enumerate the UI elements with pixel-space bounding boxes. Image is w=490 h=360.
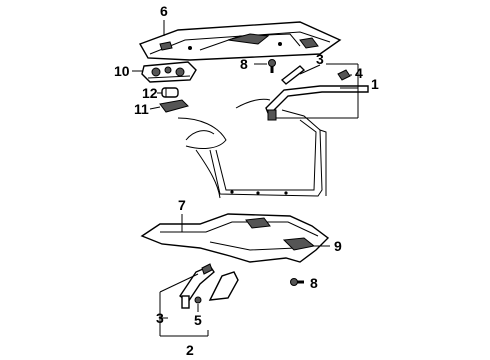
- callout-8-lower: 8: [310, 275, 318, 291]
- clip-part: [337, 69, 351, 81]
- callout-8-upper: 8: [240, 56, 248, 72]
- screw-lower-part: [290, 278, 304, 286]
- overhead-console-part: [141, 61, 197, 83]
- screw-upper-part: [268, 59, 276, 73]
- callout-2: 2: [186, 342, 194, 358]
- headliner-part: [138, 21, 342, 61]
- callout-4: 4: [355, 65, 363, 81]
- callout-7: 7: [178, 197, 186, 213]
- callout-3-upper: 3: [316, 51, 324, 67]
- lower-trim-part: [179, 263, 239, 309]
- lamp-lens-part: [159, 99, 189, 113]
- callout-11: 11: [134, 101, 149, 117]
- callout-12: 12: [142, 85, 158, 101]
- callout-10: 10: [114, 63, 130, 79]
- floor-carpet-part: [140, 213, 330, 263]
- callout-3-lower: 3: [156, 310, 164, 326]
- vehicle-body-outline: [177, 98, 327, 199]
- callout-5: 5: [194, 312, 202, 328]
- pillar-trim-part: [265, 65, 369, 121]
- dome-lamp-part: [161, 87, 179, 98]
- callout-1: 1: [371, 76, 379, 92]
- callout-6: 6: [160, 3, 168, 19]
- callout-9: 9: [334, 238, 342, 254]
